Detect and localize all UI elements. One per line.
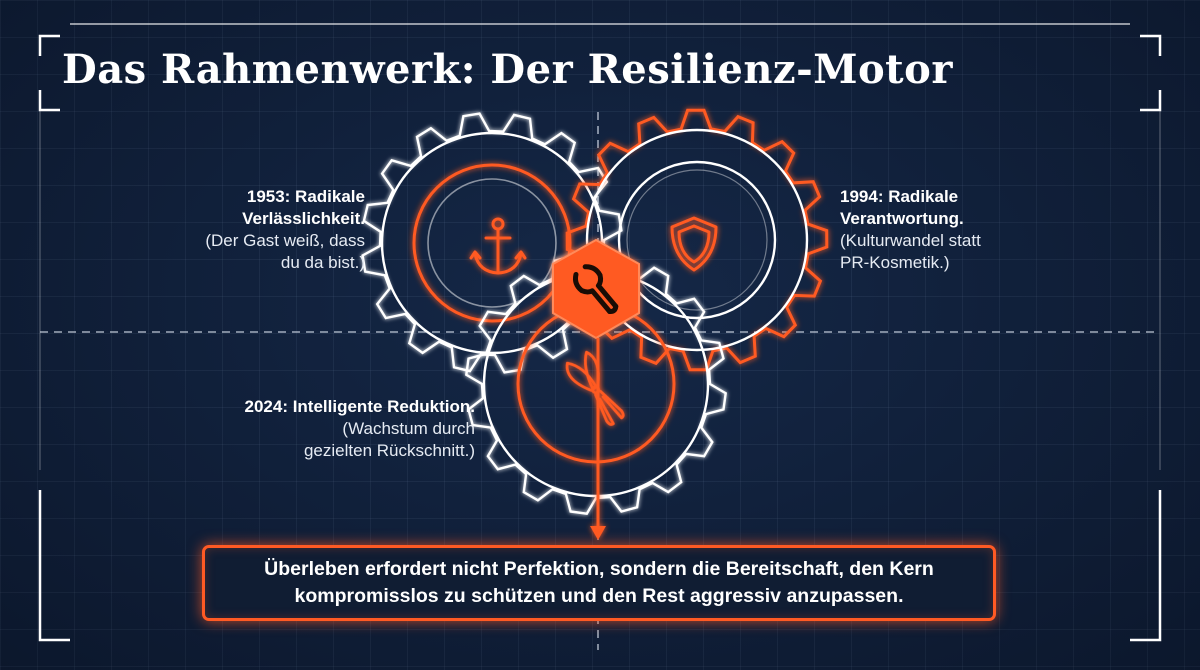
conclusion-line2: kompromisslos zu schützen und den Rest a… — [294, 585, 904, 607]
gear-bottom-label: 2024: Intelligente Reduktion. (Wachstum … — [175, 396, 476, 462]
gear-right-teeth — [565, 108, 829, 372]
gear-right-label-line2: Verantwortung. — [840, 209, 964, 228]
outer-frame — [38, 110, 1162, 642]
gear-left-core — [427, 178, 557, 308]
gear-bottom-teeth — [465, 253, 727, 515]
title-frame — [38, 23, 1162, 112]
gear-left — [361, 112, 623, 374]
gear-right — [565, 108, 829, 372]
conclusion-text: Überleben erfordert nicht Perfektion, so… — [229, 556, 969, 610]
shield-icon — [670, 216, 718, 272]
gear-bottom-label-line2: (Wachstum durch — [342, 419, 475, 438]
gear-left-label-line3: (Der Gast weiß, dass — [205, 231, 365, 250]
gear-left-inner-ring — [412, 163, 572, 323]
gear-right-outer-ring — [585, 128, 809, 352]
gear-bottom-label-line1: 2024: Intelligente Reduktion. — [244, 397, 476, 416]
gear-right-inner-ring — [617, 160, 777, 320]
gear-left-label-line2: Verlässlichkeit. — [242, 209, 365, 228]
gear-right-label-line4: PR-Kosmetik.) — [840, 253, 950, 272]
gear-bottom-label-line3: gezielten Rückschnitt.) — [303, 441, 475, 460]
gear-right-core — [626, 169, 768, 311]
center-hexagon — [552, 238, 640, 340]
gear-left-teeth — [361, 112, 623, 374]
gear-left-label-line1: 1953: Radikale — [246, 187, 365, 206]
page-title: Das Rahmenwerk: Der Resilienz-Motor — [62, 46, 953, 93]
conclusion-line1: Überleben erfordert nicht Perfektion, so… — [264, 558, 934, 580]
gear-left-label: 1953: Radikale Verlässlichkeit. (Der Gas… — [165, 186, 365, 274]
gear-right-label-line3: (Kulturwandel statt — [840, 231, 981, 250]
connector-arrow — [590, 338, 606, 540]
gear-left-label-line4: du da bist.) — [280, 253, 365, 272]
gear-right-label-line1: 1994: Radikale — [840, 187, 959, 206]
gear-right-label: 1994: Radikale Verantwortung. (Kulturwan… — [840, 186, 1040, 274]
wrench-icon — [572, 264, 619, 315]
anchor-icon — [469, 217, 527, 275]
conclusion-callout: Überleben erfordert nicht Perfektion, so… — [202, 545, 996, 621]
